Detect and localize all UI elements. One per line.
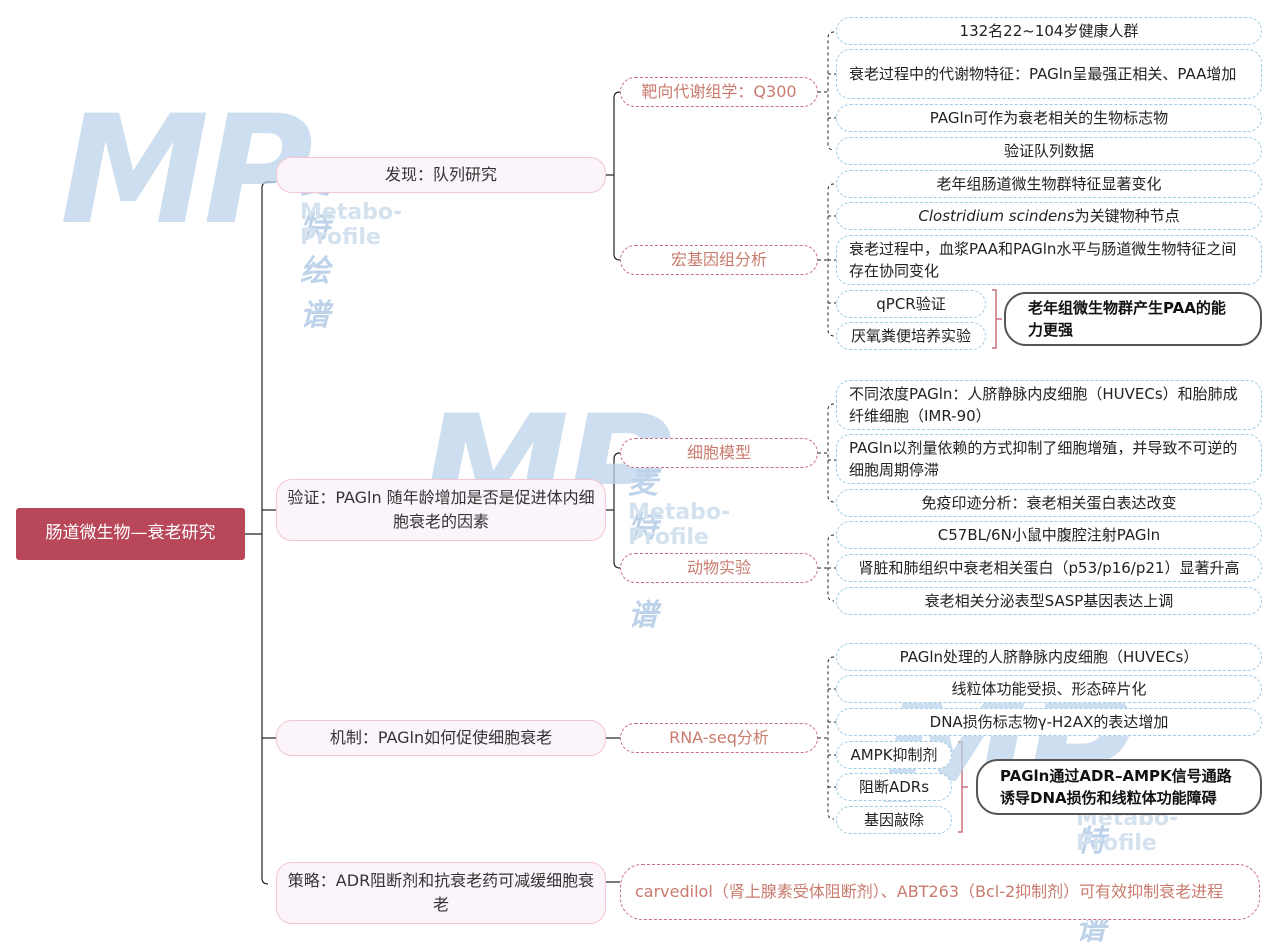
leaf-microbiota-change[interactable]: 老年组肠道微生物群特征显著变化 (836, 170, 1262, 198)
leaf-kidney-lung-proteins[interactable]: 肾脏和肺组织中衰老相关蛋白（p53/p16/p21）显著升高 (836, 554, 1262, 582)
branch-mechanism[interactable]: 机制：PAGln如何促使细胞衰老 (276, 720, 606, 756)
branch-discovery[interactable]: 发现：队列研究 (276, 157, 606, 193)
leaf-sasp-genes[interactable]: 衰老相关分泌表型SASP基因表达上调 (836, 587, 1262, 615)
summary-paa-ability[interactable]: 老年组微生物群产生PAA的能力更强 (1004, 292, 1262, 346)
leaf-dna-damage[interactable]: DNA损伤标志物γ-H2AX的表达增加 (836, 708, 1262, 736)
leaf-huvec-treatment[interactable]: PAGln处理的人脐静脉内皮细胞（HUVECs） (836, 643, 1262, 671)
leaf-ampk-inhibitor[interactable]: AMPK抑制剂 (836, 741, 952, 769)
leaf-block-adrs[interactable]: 阻断ADRs (836, 773, 952, 801)
leaf-gene-knockout[interactable]: 基因敲除 (836, 806, 952, 834)
leaf-key-species[interactable]: Clostridium scindens为关键物种节点 (836, 202, 1262, 230)
leaf-qpcr[interactable]: qPCR验证 (836, 290, 986, 318)
leaf-mouse-injection[interactable]: C57BL/6N小鼠中腹腔注射PAGln (836, 521, 1262, 549)
topic-animal-experiment[interactable]: 动物实验 (620, 553, 818, 583)
topic-metagenomics[interactable]: 宏基因组分析 (620, 245, 818, 275)
branch-validation[interactable]: 验证：PAGln 随年龄增加是否是促进体内细胞衰老的因素 (276, 479, 606, 541)
species-name: Clostridium scindens (918, 206, 1075, 225)
leaf-co-variation[interactable]: 衰老过程中，血浆PAA和PAGln水平与肠道微生物特征之间存在协同变化 (836, 235, 1262, 285)
branch-strategy[interactable]: 策略：ADR阻断剂和抗衰老药可减缓细胞衰老 (276, 862, 606, 924)
topic-targeted-metabolomics[interactable]: 靶向代谢组学：Q300 (620, 77, 818, 107)
leaf-anaerobic-culture[interactable]: 厌氧粪便培养实验 (836, 322, 986, 350)
leaf-metabolite-features[interactable]: 衰老过程中的代谢物特征：PAGln呈最强正相关、PAA增加 (836, 49, 1262, 99)
leaf-western-blot[interactable]: 免疫印迹分析：衰老相关蛋白表达改变 (836, 489, 1262, 517)
leaf-validation-cohort[interactable]: 验证队列数据 (836, 137, 1262, 165)
topic-rna-seq[interactable]: RNA-seq分析 (620, 723, 818, 753)
leaf-cohort[interactable]: 132名22~104岁健康人群 (836, 17, 1262, 45)
strategy-drugs-note[interactable]: carvedilol（肾上腺素受体阻断剂）、ABT263（Bcl-2抑制剂）可有… (620, 864, 1260, 920)
summary-adr-ampk[interactable]: PAGln通过ADR–AMPK信号通路诱导DNA损伤和线粒体功能障碍 (976, 759, 1262, 815)
root-node[interactable]: 肠道微生物—衰老研究 (16, 508, 245, 560)
leaf-biomarker[interactable]: PAGln可作为衰老相关的生物标志物 (836, 104, 1262, 132)
species-desc: 为关键物种节点 (1074, 206, 1180, 225)
leaf-mitochondria[interactable]: 线粒体功能受损、形态碎片化 (836, 675, 1262, 703)
topic-cell-model[interactable]: 细胞模型 (620, 438, 818, 468)
leaf-proliferation-inhibition[interactable]: PAGln以剂量依赖的方式抑制了细胞增殖，并导致不可逆的细胞周期停滞 (836, 434, 1262, 484)
leaf-pagln-concentrations[interactable]: 不同浓度PAGln：人脐静脉内皮细胞（HUVECs）和胎肺成纤维细胞（IMR-9… (836, 380, 1262, 430)
